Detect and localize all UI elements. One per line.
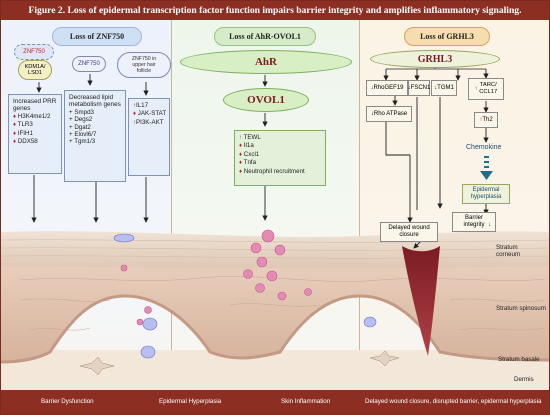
prr-item: ♦ TLR3 <box>13 121 33 129</box>
ahr-effect-item: ♦ Tnfa <box>239 159 257 167</box>
prr-item: ♦ H3K4me1/2 <box>13 112 51 120</box>
header-grhl3: Loss of GRHL3 <box>404 27 490 46</box>
tarc-ccl17-node: ↑ TARC/ CCL17 <box>468 78 504 100</box>
footer-barrier-dysfunction: Barrier Dysfunction <box>41 398 94 405</box>
lipid-item: + Smpd3 <box>69 108 94 116</box>
grhl3-node: GRHL3 <box>370 50 500 68</box>
th2-node: ↑Th2 <box>474 112 498 128</box>
signaling-item: ♦ JAK-STAT <box>133 110 167 118</box>
label-stratum-corneum: Stratum corneum <box>496 244 521 259</box>
prr-item: ♦ IFIH1 <box>13 129 33 137</box>
lipid-item: + Elovl6/7 <box>69 131 97 139</box>
footer-grhl3-outcomes: Delayed wound closure, disrupted barrier… <box>365 398 542 405</box>
ahr-node: AhR <box>180 50 352 74</box>
znf750-small-node: ZNF750 <box>72 56 106 72</box>
hyperplasia-node: Epidermal hyperplasia <box>462 184 510 204</box>
footer-bar: Barrier Dysfunction Epidermal Hyperplasi… <box>1 390 549 414</box>
signaling-box: ↑IL17 ♦ JAK-STAT ↑PI3K-AKT <box>128 98 170 176</box>
lipid-genes-box: Decreased lipid metabolism genes + Smpd3… <box>64 90 126 182</box>
up-arrow: ↑ <box>474 85 480 92</box>
follicle-node: ZNF750 in upper hair follicle <box>117 52 171 78</box>
down-arrow: ↓ <box>370 85 374 91</box>
down-arrow: ↓ <box>370 111 374 117</box>
label-stratum-spinosum: Stratum spinosum <box>496 305 546 312</box>
footer-skin-inflammation: Skin Inflammation <box>281 398 331 405</box>
chemokine-label: Chemokine <box>466 144 502 151</box>
label-stratum-basale: Stratum basale <box>498 356 540 363</box>
barrier-integrity-node: Barrier integrity↓ <box>452 212 496 232</box>
signaling-item: ↑PI3K-AKT <box>133 118 164 126</box>
lipid-genes-title: Decreased lipid metabolism genes <box>69 94 121 109</box>
fscn1-node: ↓FSCN1 <box>408 80 430 96</box>
header-ahr-ovol1: Loss of AhR-OVOL1 <box>214 27 316 46</box>
up-arrow: ↑ <box>479 117 483 123</box>
prr-genes-title: Increased PRR genes <box>13 98 57 113</box>
lipid-item: + Dgat2 <box>69 123 91 131</box>
prr-genes-box: Increased PRR genes ♦ H3K4me1/2 ♦ TLR3 ♦… <box>8 94 62 174</box>
ahr-effect-item: ♦ Neutrophil recruitment <box>239 167 305 175</box>
lipid-item: + Tgm1/3 <box>69 138 96 146</box>
rho-atpase-node: ↓Rho ATPase <box>366 106 412 122</box>
tgm1-node: ↓TGM1 <box>431 80 457 96</box>
label-dermis: Dermis <box>514 376 534 383</box>
down-arrow: ↓ <box>434 85 438 91</box>
down-arrow: ↓ <box>407 85 411 91</box>
lipid-item: + Degs2 <box>69 116 93 124</box>
ahr-effect-item: ♦ Il1a <box>239 142 254 150</box>
rhogef19-node: ↓RhoGEF19 <box>366 80 408 96</box>
footer-epidermal-hyperplasia: Epidermal Hyperplasia <box>159 398 222 405</box>
ahr-effects-box: ↑ TEWL ♦ Il1a ♦ Cxcl1 ♦ Tnfa ♦ Neutrophi… <box>234 130 326 186</box>
figure-title: Figure 2. Loss of epidermal transcriptio… <box>1 1 549 20</box>
prr-item: ♦ DDX58 <box>13 138 38 146</box>
header-znf750: Loss of ZNF750 <box>52 27 142 46</box>
ovol1-node: OVOL1 <box>223 88 309 112</box>
znf750-node: ZNF750 <box>14 44 54 60</box>
down-arrow: ↓ <box>488 222 491 228</box>
ahr-effect-item: ♦ Cxcl1 <box>239 150 260 158</box>
ahr-effect-item: ↑ TEWL <box>239 134 261 141</box>
delayed-wound-node: Delayed wound closure <box>380 222 438 242</box>
kdm1a-lsd1-node: KDM1A/ LSD1 <box>18 60 52 80</box>
signaling-item: ↑IL17 <box>133 102 149 109</box>
